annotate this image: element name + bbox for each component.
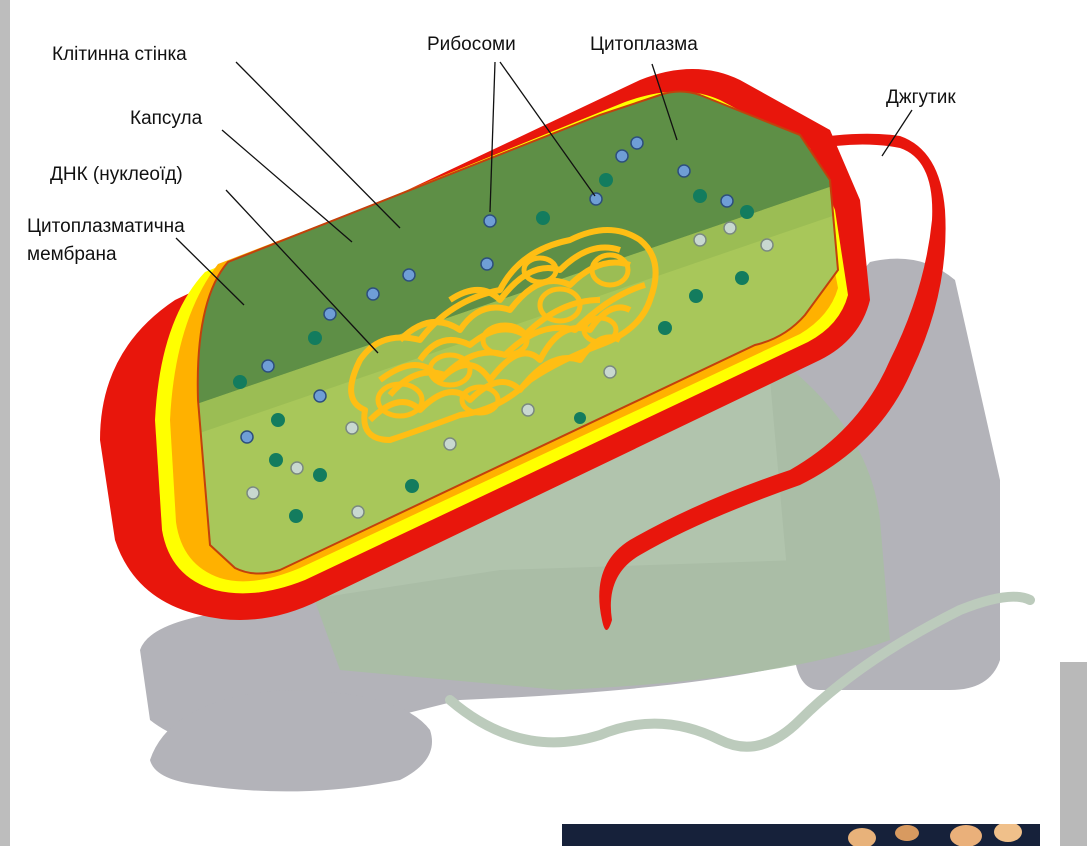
label-dna: ДНК (нуклеоїд) bbox=[50, 164, 183, 185]
label-membrane-line2: мембрана bbox=[27, 244, 117, 265]
label-membrane-line1: Цитоплазматична bbox=[27, 216, 185, 237]
label-ribosomes: Рибосоми bbox=[427, 34, 516, 55]
label-flagellum: Джгутик bbox=[886, 87, 956, 108]
label-cell-wall: Клітинна стінка bbox=[52, 44, 187, 65]
label-cytoplasm: Цитоплазма bbox=[590, 34, 698, 55]
label-capsule: Капсула bbox=[130, 108, 203, 129]
